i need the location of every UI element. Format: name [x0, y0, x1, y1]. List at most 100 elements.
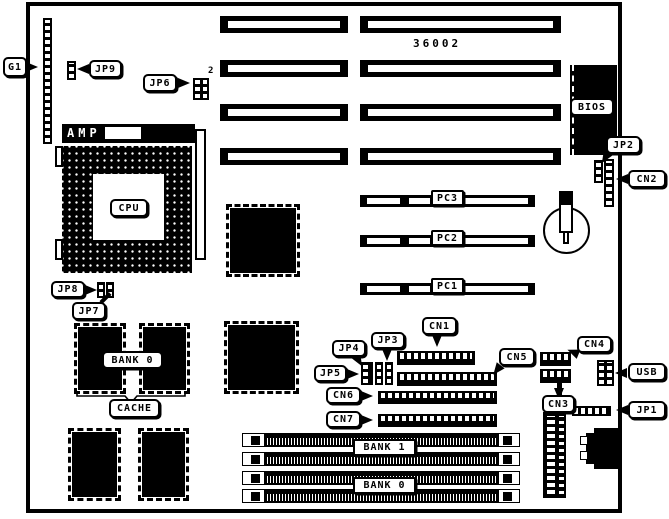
isa-slot-3-left [220, 104, 348, 121]
simm4-left-cap [242, 489, 265, 503]
cn2-label: CN2 [628, 170, 666, 188]
jp9-pointer [77, 64, 89, 74]
cache-bank0-label: BANK 0 [102, 351, 163, 369]
pci-stripe [465, 238, 528, 244]
pci-stripe [409, 238, 430, 244]
jp3-label: JP3 [371, 332, 405, 349]
jp5-label: JP5 [314, 365, 347, 382]
chip-bottom-left-1 [68, 428, 121, 501]
cn4-header-2 [540, 369, 571, 383]
cn1-header [397, 351, 475, 365]
cn5-label: CN5 [499, 348, 535, 366]
isa-slot-1-right [360, 16, 561, 33]
battery-clip-stem [563, 231, 569, 244]
cn4-header-1 [540, 352, 571, 366]
keyboard-connector-front [586, 433, 595, 464]
jp2-label: JP2 [606, 136, 641, 154]
simm3-left-cap [242, 471, 265, 485]
bank0-label: BANK 0 [353, 477, 416, 494]
keyboard-mount-tab-2 [580, 451, 588, 460]
amp-socket-bar: AMP [62, 124, 195, 143]
jp3-pointer [382, 349, 392, 361]
isa-slot-2-right [360, 60, 561, 77]
keyboard-mount-tab-1 [580, 436, 588, 445]
isa-slot-3-right [360, 104, 561, 121]
simm-socket-2 [265, 452, 498, 466]
jp8-jumper-1 [97, 282, 105, 298]
pci-stripe [465, 286, 528, 292]
board-outline [26, 2, 622, 513]
pc1-label: PC1 [431, 278, 464, 294]
cn4-label: CN4 [577, 336, 612, 353]
jp6-jumper-block [193, 78, 209, 100]
jp6-label: JP6 [143, 74, 177, 92]
jp9-jumper [67, 61, 76, 80]
simm2-right-cap [498, 452, 520, 466]
usb-header [597, 360, 614, 386]
cn6-label: CN6 [326, 387, 361, 404]
battery-clip-cap [559, 191, 573, 204]
jp1-header [572, 406, 611, 416]
cn2-pointer [616, 174, 628, 184]
jp8-jumper-2 [106, 282, 114, 298]
simm-pins [267, 457, 496, 464]
cn3-label: CN3 [542, 395, 575, 413]
socket-clip-top [55, 146, 63, 167]
amp-brand-text: AMP [67, 126, 101, 140]
simm1-left-cap [242, 433, 265, 447]
simm3-right-cap [498, 471, 520, 485]
cpu-label: CPU [110, 199, 148, 217]
cn3-pin-column-2 [559, 416, 564, 494]
cn1-label: CN1 [422, 317, 457, 335]
cache-label: CACHE [109, 399, 160, 418]
isa-slot-2-left [220, 60, 348, 77]
isa-slot-4-right [360, 148, 561, 165]
jp2-jumper [594, 160, 603, 183]
cn1-pointer [432, 335, 442, 347]
jp8-pointer [85, 285, 97, 295]
simm2-left-cap [242, 452, 265, 466]
jp3-jumper [385, 362, 393, 385]
jp6-pointer [178, 78, 190, 88]
g1-connector [43, 18, 52, 144]
cn3-pin-column [545, 414, 557, 496]
pci-stripe [409, 286, 430, 292]
board-number: 36002 [413, 37, 462, 50]
pci-stripe [409, 198, 430, 204]
cn5-header [397, 372, 497, 386]
cpu-lever [195, 129, 206, 260]
cn7-label: CN7 [326, 411, 361, 428]
usb-pointer [615, 368, 627, 378]
simm1-right-cap [498, 433, 520, 447]
cn7-header [378, 414, 497, 427]
jp4-label: JP4 [332, 340, 366, 357]
g1-label: G1 [3, 57, 27, 77]
jp9-label: JP9 [89, 60, 122, 78]
usb-label: USB [628, 363, 666, 381]
jp4-jumper [375, 362, 383, 385]
socket-clip-bottom [55, 239, 63, 260]
chipset-chip-north [226, 204, 300, 277]
pci-stripe [367, 198, 400, 204]
jp5-pointer [347, 369, 359, 379]
g1-pointer [26, 62, 38, 72]
cn3-power-connector [543, 412, 566, 498]
chip-bottom-left-2 [138, 428, 189, 501]
pci-stripe [367, 286, 400, 292]
cn3-pointer-head [554, 388, 564, 400]
jp6-pin-number: 2 [208, 66, 214, 76]
pci-stripe [367, 238, 400, 244]
cn6-pointer [361, 391, 373, 401]
bios-label: BIOS [570, 98, 614, 116]
keyboard-connector [594, 428, 622, 469]
jp5-jumper-block [361, 362, 373, 385]
cn2-connector [604, 159, 614, 207]
chipset-chip-south [224, 321, 299, 394]
simm-socket-4 [265, 489, 498, 503]
isa-slot-4-left [220, 148, 348, 165]
pc3-label: PC3 [431, 190, 464, 206]
pci-stripe [465, 198, 528, 204]
jp8-label: JP8 [51, 281, 85, 298]
jp7-label: JP7 [72, 302, 106, 320]
